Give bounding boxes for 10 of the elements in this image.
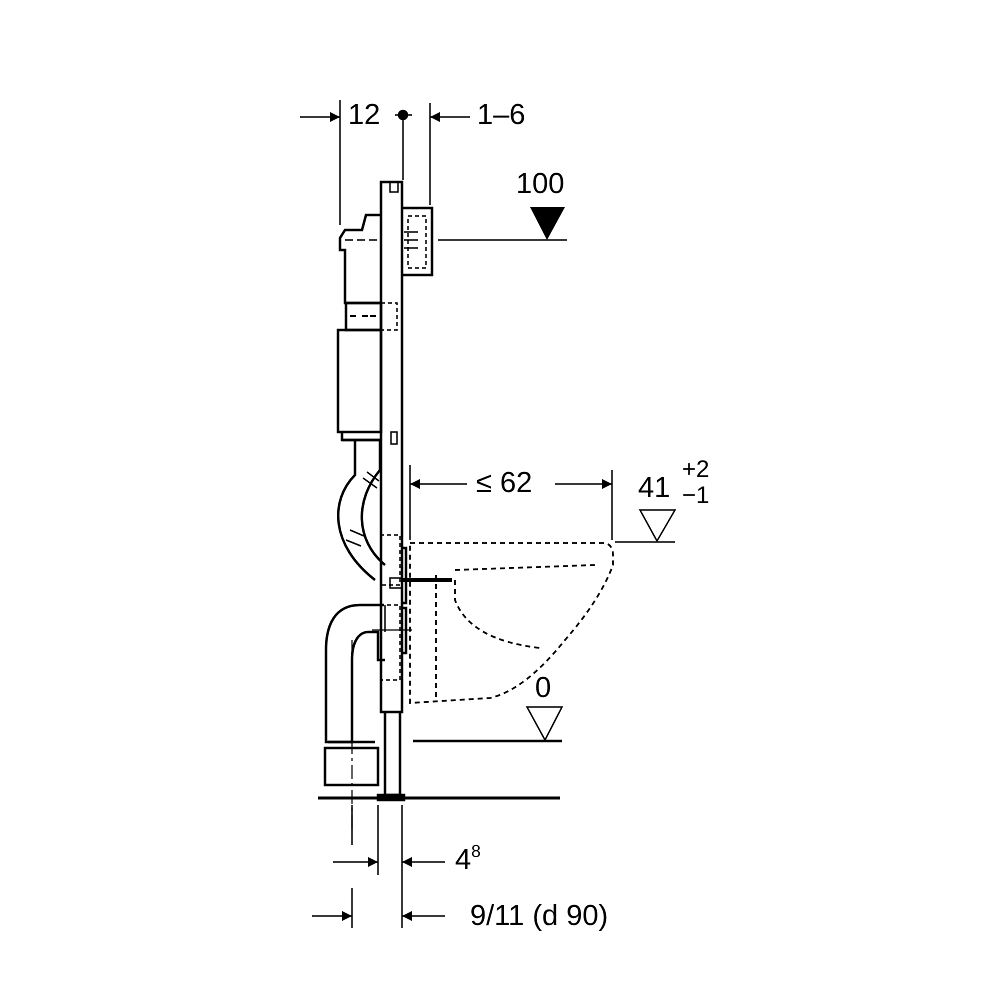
- dimension-label: 1–6: [477, 101, 526, 130]
- dimension-label: ≤ 62: [476, 469, 532, 498]
- level-label: 0: [535, 674, 552, 703]
- level-label: 100: [516, 170, 564, 199]
- dimension-label: 12: [348, 101, 380, 130]
- tolerance-label: −1: [682, 484, 710, 508]
- tolerance-label: +2: [682, 458, 710, 482]
- level-label: 41: [638, 474, 670, 503]
- dimension-label: 9/11 (d 90): [470, 902, 608, 931]
- dimension-label: 4$^{8}$: [455, 846, 481, 875]
